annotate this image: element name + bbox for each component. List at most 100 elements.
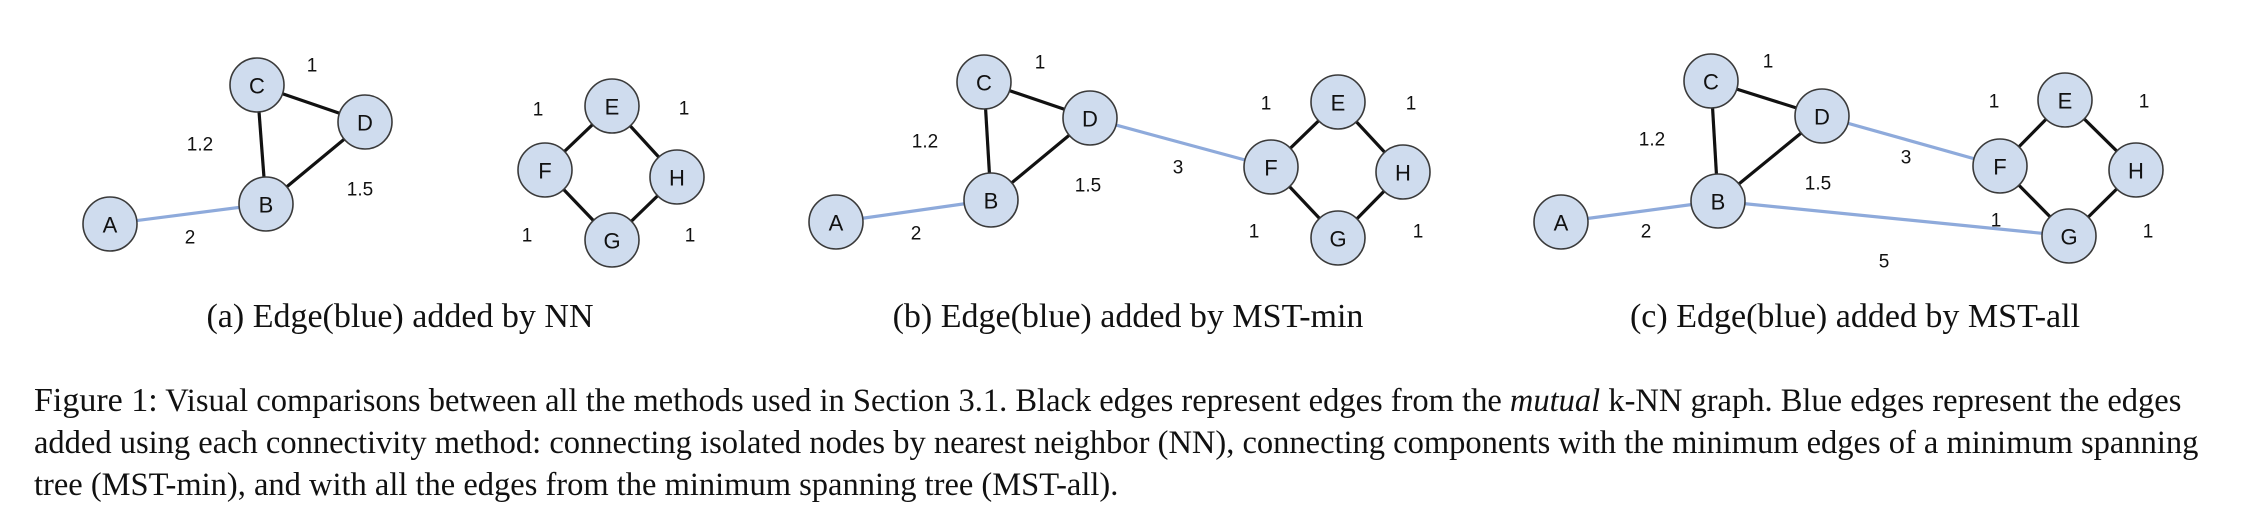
node-circle [2037,72,2093,128]
node-label: E [2058,89,2073,114]
panel-c-edge-weight-b-g: 5 [1879,252,1890,273]
panel-a-node-c: C [229,57,285,113]
node-circle [649,149,705,205]
panel-a-node-g: G [584,212,640,268]
panel-c-node-d: D [1794,88,1850,144]
node-label: H [669,166,685,191]
node-circle [1310,74,1366,130]
node-circle [1972,138,2028,194]
node-circle [584,212,640,268]
panel-c-edge-weight-f-e: 1 [1989,92,2000,113]
panel-a-edge-weight-b-d: 1.5 [347,180,373,201]
panel-a-node-d: D [337,94,393,150]
panel-a-node-a: A [82,196,138,252]
node-label: F [1264,156,1277,181]
node-circle [1690,173,1746,229]
panel-b-node-f: F [1243,139,1299,195]
node-circle [1794,88,1850,144]
panel-b-edge-weight-c-b: 1.2 [912,132,938,153]
node-circle [82,196,138,252]
panel-c-edge-weight-e-h: 1 [2139,92,2150,113]
node-label: C [976,71,992,96]
node-label: A [1554,211,1569,236]
panel-c-edge-weight-b-d: 1.5 [1805,174,1831,195]
node-label: C [1703,70,1719,95]
node-circle [229,57,285,113]
panel-b-node-g: G [1310,210,1366,266]
panel-b-edge-weight-g-h: 1 [1413,222,1424,243]
panel-a-node-f: F [517,142,573,198]
panel-b-node-c: C [956,54,1012,110]
panel-b-edge-weight-b-d: 1.5 [1075,176,1101,197]
node-label: E [1331,91,1346,116]
node-circle [956,54,1012,110]
node-label: A [103,213,118,238]
node-circle [808,194,864,250]
panel-b-edge-weight-a-b: 2 [911,224,922,245]
node-circle [1375,144,1431,200]
panel-b-edge-weight-c-d: 1 [1035,53,1046,74]
node-circle [2041,208,2097,264]
node-circle [1062,90,1118,146]
panel-c-node-g: G [2041,208,2097,264]
figure-caption-emphasis: mutual [1509,383,1601,419]
node-circle [1683,53,1739,109]
panel-c-edge-weight-f-g: 1 [1991,211,2002,232]
panel-b-edge-weight-f-e: 1 [1261,94,1272,115]
panel-a-edge-weight-f-e: 1 [533,100,544,121]
panel-a-edge-weight-f-g: 1 [522,226,533,247]
panel-c-edge-weight-c-b: 1.2 [1639,130,1665,151]
panel-b-edge-weight-e-h: 1 [1406,94,1417,115]
panel-b-caption: (b) Edge(blue) added by MST-min [892,298,1364,335]
node-circle [1243,139,1299,195]
panel-b-node-h: H [1375,144,1431,200]
node-circle [1310,210,1366,266]
node-label: C [249,74,265,99]
panel-c-node-b: B [1690,173,1746,229]
panel-c-edge-weight-g-h: 1 [2143,222,2154,243]
node-label: A [829,211,844,236]
node-label: B [259,193,274,218]
figure-caption-text-1: Visual comparisons between all the metho… [165,383,1502,419]
node-circle [584,78,640,134]
panel-c-caption: (c) Edge(blue) added by MST-all [1629,298,2081,335]
panel-c-node-a: A [1533,194,1589,250]
panel-b-node-d: D [1062,90,1118,146]
panel-a-edge-weight-a-b: 2 [185,228,196,249]
panel-b-edge-weight-f-g: 1 [1249,222,1260,243]
panel-c-node-e: E [2037,72,2093,128]
panel-b-edge-d-f [1089,116,1272,169]
panel-a-edge-weight-c-b: 1.2 [187,135,213,156]
node-label: F [538,159,551,184]
node-circle [238,176,294,232]
panel-a-node-b: B [238,176,294,232]
panel-a-node-e: E [584,78,640,134]
node-circle [1533,194,1589,250]
panel-c-edge-b-g [1717,199,2070,238]
node-label: B [984,189,999,214]
node-label: G [1329,227,1346,252]
panel-a-edge-weight-c-d: 1 [307,56,318,77]
panel-a-edge-weight-g-h: 1 [685,226,696,247]
node-label: G [2060,225,2077,250]
panel-c-edge-d-f [1821,114,2001,168]
node-label: F [1993,155,2006,180]
panel-a-node-h: H [649,149,705,205]
node-label: E [605,95,620,120]
panel-a-edge-weight-e-h: 1 [679,99,690,120]
figure-caption: Figure 1: Visual comparisons between all… [34,380,2224,506]
node-circle [963,172,1019,228]
panel-b-edge-weight-d-f: 3 [1173,158,1184,179]
panel-b-node-a: A [808,194,864,250]
panel-b-node-b: B [963,172,1019,228]
panel-c-edge-weight-a-b: 2 [1641,222,1652,243]
node-label: D [1082,107,1098,132]
node-label: H [2128,159,2144,184]
panel-c-node-f: F [1972,138,2028,194]
panel-b-node-e: E [1310,74,1366,130]
node-label: B [1711,190,1726,215]
